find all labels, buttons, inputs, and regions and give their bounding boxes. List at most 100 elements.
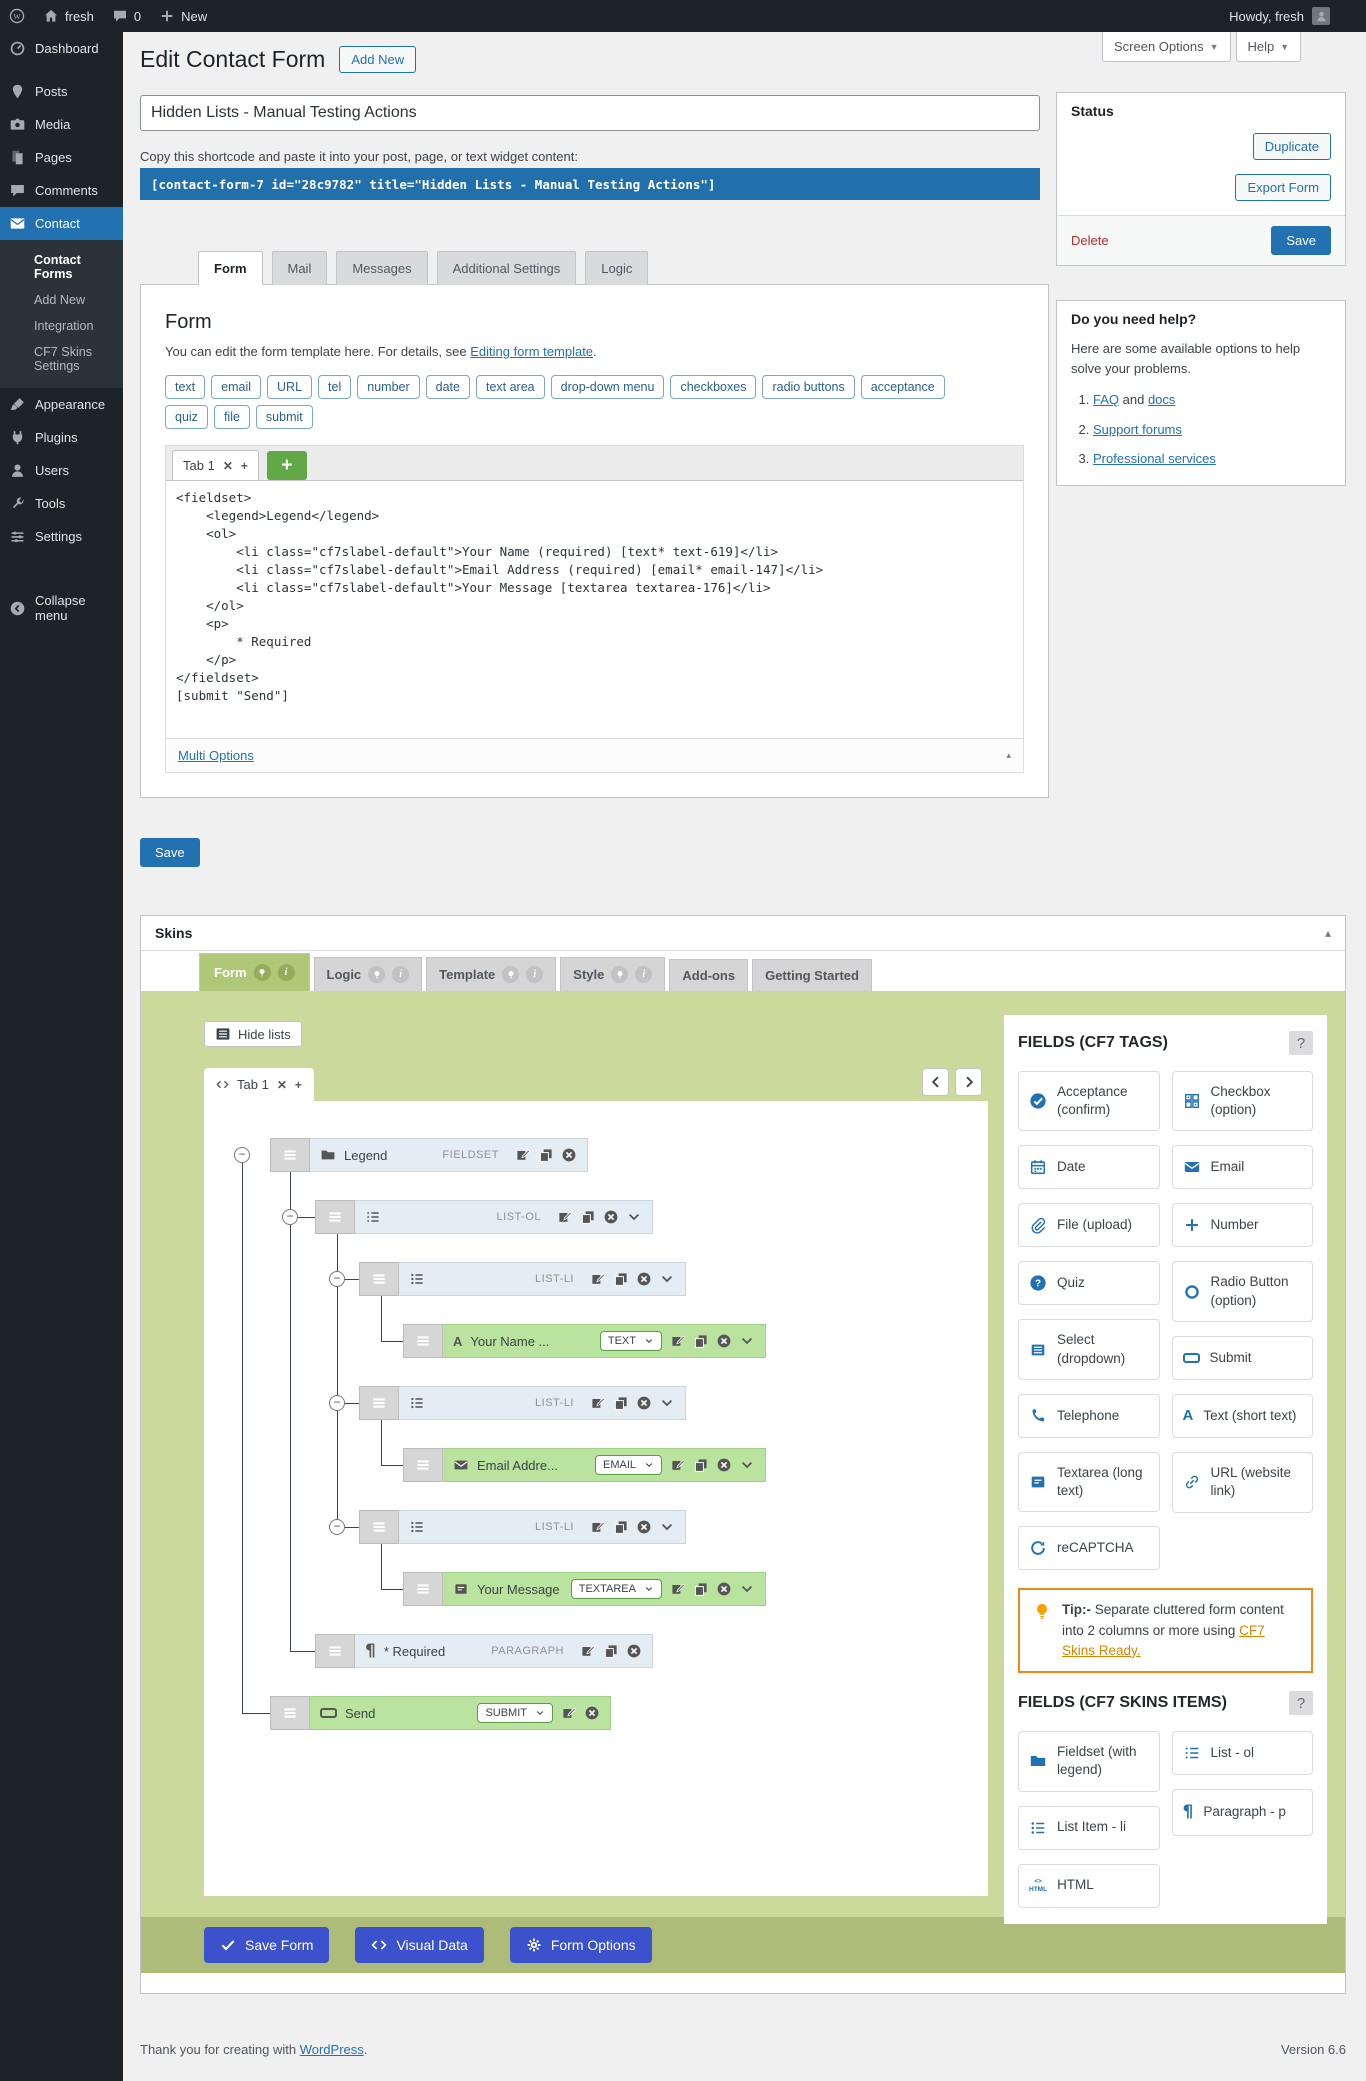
help-question-button[interactable]: ?	[1289, 1031, 1313, 1055]
field-button-submit[interactable]: Submit	[1171, 1335, 1313, 1380]
help-question-button[interactable]: ?	[1289, 1691, 1313, 1716]
info-icon[interactable]: i	[277, 964, 295, 981]
delete-icon[interactable]	[561, 1147, 577, 1163]
edit-icon[interactable]	[561, 1705, 577, 1721]
prev-tab-button[interactable]	[922, 1068, 949, 1096]
sidebar-item-media[interactable]: Media	[0, 108, 123, 141]
save-button[interactable]: Save	[140, 838, 200, 867]
delete-link[interactable]: Delete	[1071, 233, 1109, 248]
tab-additional-settings[interactable]: Additional Settings	[436, 251, 577, 285]
delete-icon[interactable]	[626, 1643, 642, 1659]
export-form-button[interactable]: Export Form	[1235, 174, 1331, 201]
drag-handle[interactable]	[359, 1510, 399, 1544]
field-button-date[interactable]: Date	[1018, 1145, 1160, 1190]
edit-icon[interactable]	[670, 1581, 686, 1597]
sidebar-item-integration[interactable]: Integration	[34, 319, 94, 333]
close-tab-icon[interactable]: ✕	[222, 458, 233, 473]
multi-options-link[interactable]: Multi Options	[178, 748, 254, 763]
field-button-url[interactable]: URL (website link)	[1171, 1452, 1313, 1513]
delete-icon[interactable]	[603, 1209, 619, 1225]
duplicate-icon[interactable]	[613, 1271, 629, 1287]
site-menu[interactable]: fresh	[34, 0, 103, 32]
tag-button-acceptance[interactable]: acceptance	[860, 375, 945, 399]
tag-button-dropdown[interactable]: drop-down menu	[550, 375, 665, 399]
tag-button-textarea[interactable]: text area	[475, 375, 545, 399]
tab-logic[interactable]: Logic	[585, 251, 649, 285]
duplicate-icon[interactable]	[603, 1643, 619, 1659]
field-button-file[interactable]: File (upload)	[1018, 1203, 1160, 1248]
tag-button-email[interactable]: email	[211, 375, 262, 399]
drag-handle[interactable]	[315, 1200, 355, 1234]
add-tab-icon[interactable]: +	[240, 458, 248, 473]
delete-icon[interactable]	[584, 1705, 600, 1721]
field-button-textarea[interactable]: Textarea (long text)	[1018, 1451, 1160, 1513]
field-button-quiz[interactable]: Quiz	[1018, 1261, 1160, 1306]
delete-icon[interactable]	[636, 1271, 652, 1287]
field-button-checkbox[interactable]: Checkbox (option)	[1171, 1071, 1313, 1132]
drag-handle[interactable]	[403, 1324, 443, 1358]
item-button-list-ol[interactable]: List - ol	[1171, 1731, 1313, 1776]
professional-services-link[interactable]: Professional services	[1093, 451, 1216, 466]
edit-icon[interactable]	[590, 1271, 606, 1287]
collapse-node-button[interactable]: −	[282, 1209, 298, 1225]
duplicate-icon[interactable]	[613, 1395, 629, 1411]
tag-button-url[interactable]: URL	[267, 375, 313, 399]
sidebar-item-cf7-skins-settings[interactable]: CF7 Skins Settings	[34, 345, 93, 373]
duplicate-icon[interactable]	[538, 1147, 554, 1163]
field-type-select[interactable]: TEXTAREA	[570, 1579, 662, 1599]
tab-messages[interactable]: Messages	[336, 251, 428, 285]
skins-tab-getting-started[interactable]: Getting Started	[752, 959, 872, 991]
visual-data-button[interactable]: Visual Data	[355, 1927, 484, 1963]
field-type-select[interactable]: SUBMIT	[477, 1703, 553, 1723]
duplicate-icon[interactable]	[693, 1333, 709, 1349]
editing-form-template-link[interactable]: Editing form template	[470, 344, 594, 359]
docs-link[interactable]: docs	[1147, 392, 1176, 407]
edit-icon[interactable]	[515, 1147, 531, 1163]
account-menu[interactable]: Howdy, fresh	[1229, 7, 1366, 25]
sidebar-item-appearance[interactable]: Appearance	[0, 388, 123, 421]
item-button-list-item[interactable]: List Item - li	[1018, 1805, 1160, 1850]
save-button-status[interactable]: Save	[1271, 226, 1331, 255]
collapse-node-button[interactable]: −	[329, 1395, 345, 1411]
hide-lists-button[interactable]: Hide lists	[204, 1021, 302, 1047]
next-tab-button[interactable]	[955, 1068, 982, 1096]
sidebar-item-users[interactable]: Users	[0, 454, 123, 487]
tag-button-file[interactable]: file	[213, 405, 250, 429]
tab-form[interactable]: Form	[198, 251, 263, 285]
tips-bulb-icon[interactable]	[368, 966, 386, 983]
add-tab-button[interactable]: +	[266, 451, 307, 480]
sidebar-item-pages[interactable]: Pages	[0, 141, 123, 174]
drag-handle[interactable]	[403, 1448, 443, 1482]
drag-handle[interactable]	[315, 1634, 355, 1668]
chevron-down-icon[interactable]	[739, 1581, 755, 1597]
form-title-input[interactable]	[140, 95, 1040, 131]
duplicate-icon[interactable]	[613, 1519, 629, 1535]
tag-button-radio[interactable]: radio buttons	[762, 375, 855, 399]
field-button-email[interactable]: Email	[1171, 1145, 1313, 1190]
collapse-node-button[interactable]: −	[329, 1271, 345, 1287]
field-button-telephone[interactable]: Telephone	[1018, 1393, 1160, 1438]
collapse-node-button[interactable]: −	[329, 1519, 345, 1535]
drag-handle[interactable]	[359, 1386, 399, 1420]
edit-icon[interactable]	[670, 1457, 686, 1473]
delete-icon[interactable]	[716, 1333, 732, 1349]
edit-icon[interactable]	[590, 1395, 606, 1411]
duplicate-icon[interactable]	[580, 1209, 596, 1225]
delete-icon[interactable]	[716, 1581, 732, 1597]
cf7-skins-ready-link[interactable]: CF7 Skins Ready.	[1062, 1622, 1265, 1658]
faq-link[interactable]: FAQ	[1093, 392, 1120, 407]
save-form-button[interactable]: Save Form	[204, 1927, 330, 1963]
skins-tab-addons[interactable]: Add-ons	[669, 959, 749, 991]
collapse-arrow-icon[interactable]: ▴	[1324, 926, 1331, 940]
tag-button-checkboxes[interactable]: checkboxes	[670, 375, 757, 399]
sidebar-item-comments[interactable]: Comments	[0, 174, 123, 207]
field-button-radio[interactable]: Radio Button (option)	[1171, 1261, 1313, 1322]
duplicate-icon[interactable]	[693, 1457, 709, 1473]
comments-shortcut[interactable]: 0	[103, 0, 150, 32]
field-button-number[interactable]: Number	[1171, 1203, 1313, 1248]
sidebar-item-plugins[interactable]: Plugins	[0, 421, 123, 454]
